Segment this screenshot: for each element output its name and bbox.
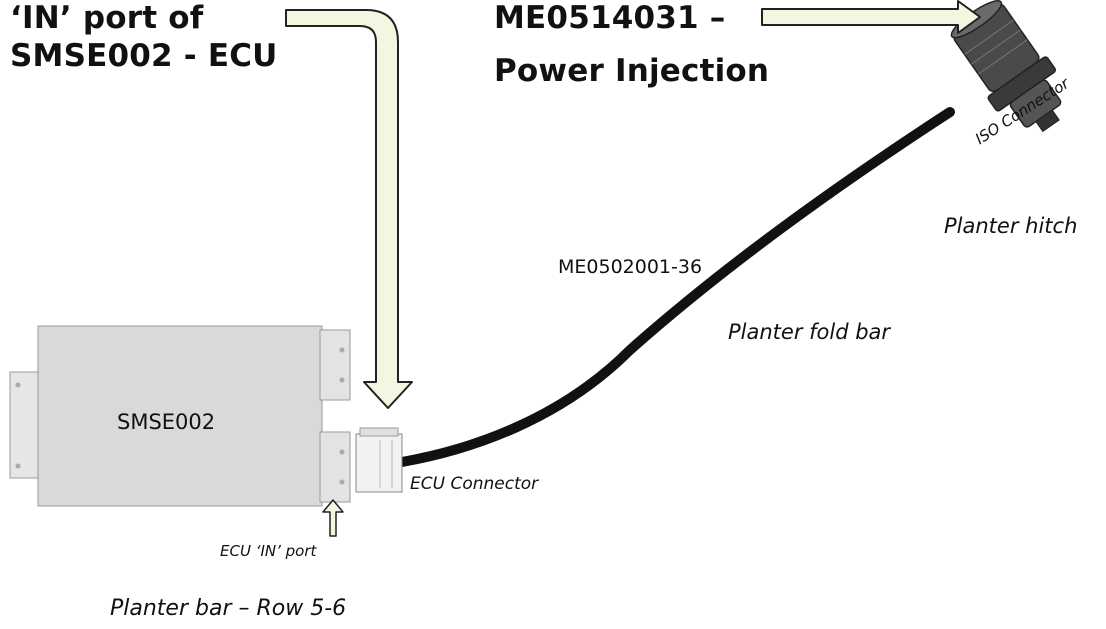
- power-title-line2: Power Injection: [494, 53, 770, 89]
- planter-fold-bar-label: Planter fold bar: [728, 320, 891, 344]
- cable-part-label: ME0502001-36: [558, 256, 703, 278]
- power-title-line1: ME0514031 –: [494, 0, 726, 36]
- planter-hitch-label: Planter hitch: [944, 214, 1078, 238]
- ecu-in-port-arrow: [322, 499, 344, 537]
- ecu-box: [9, 325, 351, 507]
- cable: [397, 107, 955, 467]
- in-port-title-line1: ‘IN’ port of: [10, 0, 204, 36]
- ecu-name-label: SMSE002: [117, 410, 216, 434]
- in-port-arrow: [285, 9, 413, 409]
- planter-bar-row-label: Planter bar – Row 5-6: [110, 596, 347, 621]
- ecu-connector-label: ECU Connector: [410, 474, 539, 494]
- power-injection-arrow: [761, 0, 981, 34]
- ecu-in-port-label: ECU ‘IN’ port: [220, 542, 317, 560]
- in-port-title-line2: SMSE002 - ECU: [10, 38, 278, 74]
- ecu-connector: [355, 427, 403, 493]
